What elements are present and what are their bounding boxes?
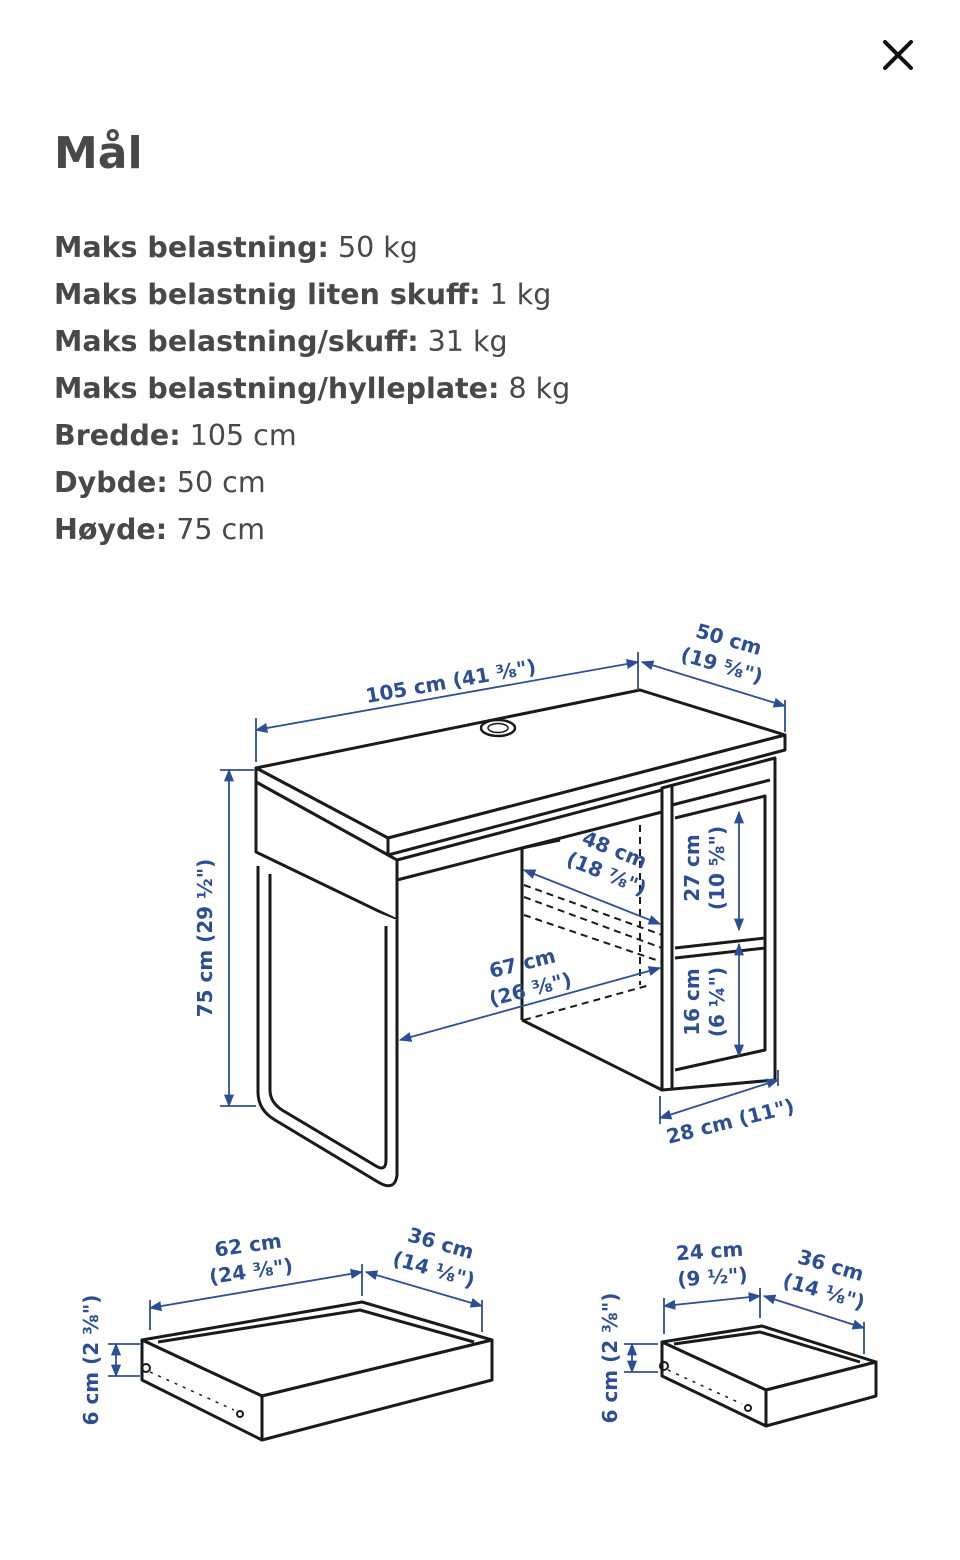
small-drawer-width-cm-label: 24 cm — [675, 1237, 744, 1266]
spec-label: Maks belastnig liten skuff: — [54, 278, 481, 311]
page-title: Mål — [54, 128, 143, 179]
spec-value: 8 kg — [499, 372, 571, 405]
spec-max-load-shelf: Maks belastning/hylleplate: 8 kg — [54, 365, 570, 412]
cabinet-width-label: 28 cm (11") — [664, 1094, 797, 1149]
spec-label: Maks belastning: — [54, 231, 329, 264]
spec-value: 1 kg — [480, 278, 552, 311]
spec-label: Maks belastning/hylleplate: — [54, 372, 500, 405]
large-drawer-illustration — [140, 1300, 494, 1442]
shelf-upper-in-label: (10 ⅝") — [705, 826, 729, 910]
spec-label: Maks belastning/skuff: — [54, 325, 419, 358]
spec-value: 31 kg — [418, 325, 508, 358]
spec-max-load: Maks belastning: 50 kg — [54, 224, 570, 271]
small-drawer-width-in-label: (9 ½") — [677, 1263, 749, 1292]
desk-dimension-lines — [220, 652, 787, 1124]
desk-height-label: 75 cm (29 ½") — [193, 859, 217, 1018]
spec-value: 105 cm — [180, 419, 297, 452]
spec-list: Maks belastning: 50 kg Maks belastnig li… — [54, 224, 570, 553]
desk-illustration — [254, 688, 787, 1188]
desk-width-label: 105 cm (41 ⅜") — [364, 654, 538, 708]
spec-value: 50 kg — [328, 231, 418, 264]
close-icon[interactable] — [881, 38, 915, 72]
small-drawer-height-label: 6 cm (2 ⅜") — [598, 1293, 622, 1424]
spec-max-load-small-drawer: Maks belastnig liten skuff: 1 kg — [54, 271, 570, 318]
close-button[interactable] — [870, 30, 926, 80]
spec-label: Høyde: — [54, 513, 168, 546]
small-drawer-dimension-lines — [624, 1288, 866, 1374]
spec-value: 75 cm — [167, 513, 265, 546]
spec-height: Høyde: 75 cm — [54, 506, 570, 553]
spec-value: 50 cm — [167, 466, 266, 499]
spec-width: Bredde: 105 cm — [54, 412, 570, 459]
shelf-lower-in-label: (6 ¼") — [705, 967, 729, 1037]
shelf-upper-cm-label: 27 cm — [680, 834, 704, 902]
spec-label: Dybde: — [54, 466, 168, 499]
shelf-lower-cm-label: 16 cm — [680, 968, 704, 1036]
small-drawer-illustration — [659, 1324, 878, 1428]
spec-max-load-drawer: Maks belastning/skuff: 31 kg — [54, 318, 570, 365]
spec-depth: Dybde: 50 cm — [54, 459, 570, 506]
spec-label: Bredde: — [54, 419, 181, 452]
large-drawer-dimension-lines — [108, 1264, 484, 1378]
large-drawer-height-label: 6 cm (2 ⅜") — [79, 1295, 103, 1426]
